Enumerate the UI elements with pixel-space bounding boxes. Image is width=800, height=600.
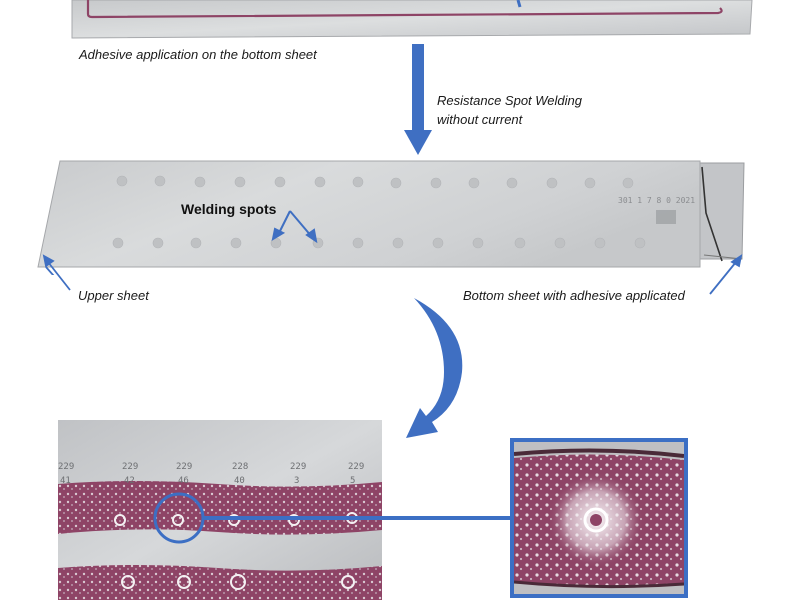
welded-sheets-photo: 301 1 7 8 0 2021 xyxy=(0,155,800,275)
caption-adhesive-application: Adhesive application on the bottom sheet xyxy=(79,47,317,62)
caption-rsw: Resistance Spot Welding without current xyxy=(437,91,582,129)
caption-rsw-line1: Resistance Spot Welding xyxy=(437,93,583,108)
spot-label-top: 229 xyxy=(122,462,139,472)
spot-label-bottom: 42 xyxy=(124,476,135,486)
spot-label-bottom: 5 xyxy=(350,476,356,486)
spot-label-top: 228 xyxy=(232,462,249,472)
spot-label-top: 229 xyxy=(290,462,307,472)
spot-label-bottom: 41 xyxy=(60,476,71,486)
spot-label-bottom: 40 xyxy=(234,476,245,486)
caption-upper-sheet: Upper sheet xyxy=(78,288,149,303)
spot-label-top: 229 xyxy=(348,462,365,472)
spot-label-top: 229 xyxy=(176,462,193,472)
svg-text:301 1 7 8 0 2021: 301 1 7 8 0 2021 xyxy=(618,196,695,205)
zoom-connector-line xyxy=(202,516,514,520)
caption-bottom-sheet: Bottom sheet with adhesive applicated xyxy=(463,288,685,303)
adhesive-sheet-photo xyxy=(0,0,800,45)
cross-section-photo xyxy=(58,420,382,600)
spot-label-bottom: 3 xyxy=(294,476,300,486)
curved-arrow-icon xyxy=(400,296,470,442)
down-arrow-icon xyxy=(400,44,436,156)
spot-labels: 229 229 229 228 229 229 41 42 46 40 3 5 xyxy=(58,456,382,496)
zoom-detail-photo xyxy=(510,438,688,598)
spot-label-top: 229 xyxy=(58,462,75,472)
pointer-arrows xyxy=(0,250,800,300)
caption-rsw-line2: without current xyxy=(437,112,523,127)
label-welding-spots: Welding spots xyxy=(181,201,277,217)
spot-label-bottom: 46 xyxy=(178,476,189,486)
